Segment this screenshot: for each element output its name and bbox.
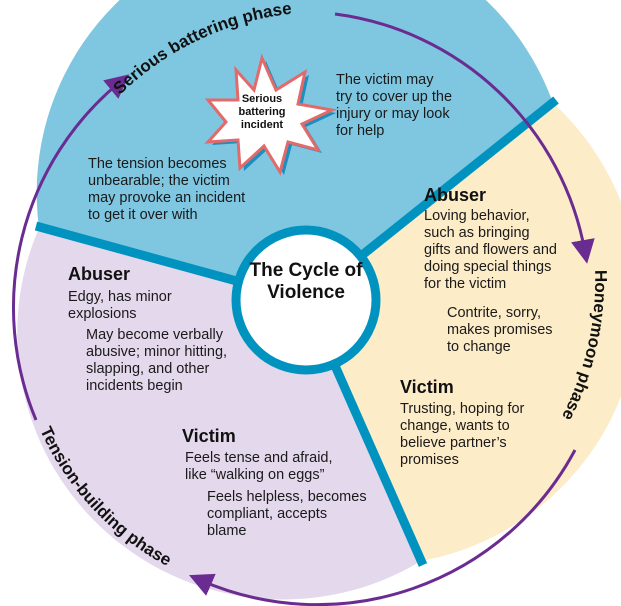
arrow-to-tension-building <box>189 449 577 606</box>
tension-victim-text: Feels tense and afraid, like “walking on… <box>185 450 333 483</box>
center-circle <box>231 225 381 375</box>
honeymoon-victim-text: Trusting, hoping for change, wants to be… <box>400 401 525 468</box>
honeymoon-abuser-text-2: Contrite, sorry, makes promises to chang… <box>447 305 553 355</box>
arrow-to-serious-battering <box>12 74 130 421</box>
tension-unbearable-text: The tension becomes unbearable; the vict… <box>88 156 246 223</box>
victim-cover-up-text: The victim may try to cover up the injur… <box>336 72 453 139</box>
tension-abuser-heading: Abuser <box>68 264 131 284</box>
tension-victim-heading: Victim <box>182 426 236 446</box>
tension-abuser-text-2: May become verbally abusive; minor hitti… <box>86 327 228 394</box>
arrow-to-honeymoon <box>334 12 595 264</box>
segment-serious-battering <box>36 0 553 300</box>
segment-tension-building <box>17 228 421 600</box>
honeymoon-abuser-text: Loving behavior, such as bringing gifts … <box>424 208 557 292</box>
honeymoon-abuser-heading: Abuser <box>424 185 487 205</box>
tension-victim-text-2: Feels helpless, becomes compliant, accep… <box>207 489 367 539</box>
tension-abuser-text: Edgy, has minor explosions <box>68 289 172 322</box>
honeymoon-victim-heading: Victim <box>400 377 454 397</box>
explosion-star-icon <box>204 53 337 176</box>
serious-battering-incident-label: Serious battering incident <box>238 93 286 131</box>
segment-honeymoon <box>306 103 621 561</box>
center-title: The Cycle of Violence <box>249 260 363 303</box>
